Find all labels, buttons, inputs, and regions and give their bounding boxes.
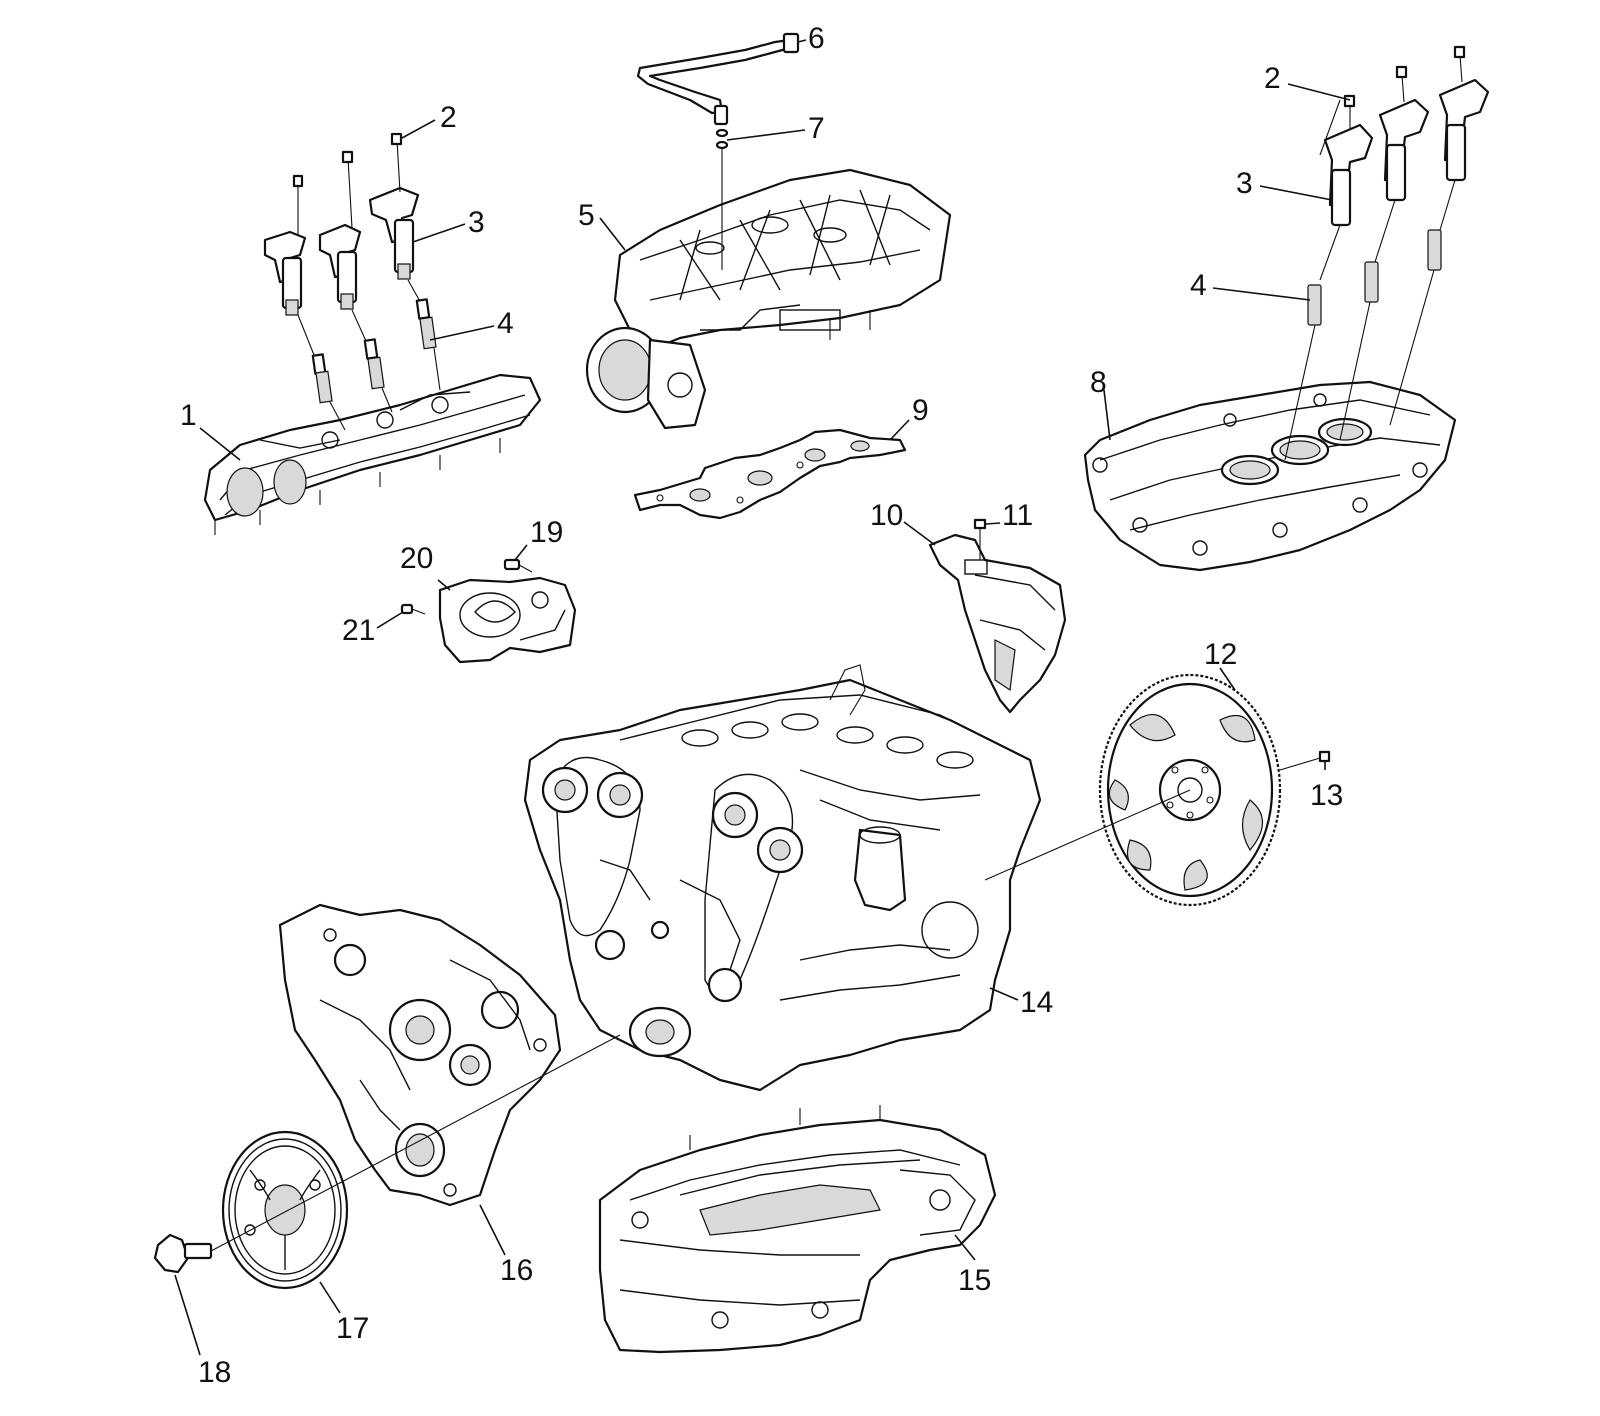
callout-17: 17 bbox=[336, 1312, 369, 1345]
part-3-right-ignition-coils bbox=[1323, 45, 1490, 227]
part-4-left-spark-plugs bbox=[297, 279, 441, 431]
part-3-left-ignition-coils bbox=[263, 132, 420, 316]
part-19-bolt bbox=[503, 558, 533, 573]
part-14-engine-block bbox=[523, 664, 1042, 1092]
ignition-coil bbox=[1438, 45, 1490, 182]
callout-12: 12 bbox=[1204, 638, 1237, 671]
part-1-left-camshaft-cover bbox=[203, 373, 542, 535]
callout-11: 11 bbox=[1002, 499, 1033, 532]
flexplate-centerline bbox=[984, 789, 1191, 881]
ignition-coil bbox=[318, 150, 362, 310]
part-13-bolt bbox=[1279, 750, 1331, 771]
part-9-intake-gasket bbox=[633, 428, 907, 520]
callout-21: 21 bbox=[342, 614, 375, 647]
callout-labels: 1 2 3 4 5 6 7 2 3 4 8 9 10 11 12 13 14 1… bbox=[180, 22, 1343, 1389]
leader-lines bbox=[174, 39, 1351, 1356]
callout-1: 1 bbox=[180, 399, 197, 432]
part-7-seal bbox=[715, 128, 729, 270]
part-5-intake-manifold bbox=[585, 168, 952, 430]
part-11-bolt bbox=[973, 518, 987, 560]
part-10-bracket bbox=[928, 533, 1067, 714]
callout-5: 5 bbox=[578, 199, 595, 232]
part-6-pcv-hose bbox=[636, 32, 800, 126]
callout-8: 8 bbox=[1090, 366, 1107, 399]
callout-18: 18 bbox=[198, 1356, 231, 1389]
callout-3-left: 3 bbox=[468, 206, 485, 239]
part-21-bolt bbox=[400, 603, 426, 615]
callout-4-left: 4 bbox=[497, 307, 514, 340]
callout-15: 15 bbox=[958, 1264, 991, 1297]
callout-14: 14 bbox=[1020, 986, 1053, 1019]
callout-2-left: 2 bbox=[440, 101, 457, 134]
ignition-coil bbox=[368, 132, 420, 280]
ignition-coil bbox=[263, 174, 307, 316]
part-20-cover bbox=[438, 576, 577, 664]
callout-19: 19 bbox=[530, 516, 563, 549]
part-4-right-spark-plugs bbox=[1284, 99, 1456, 461]
callout-9: 9 bbox=[912, 394, 929, 427]
callout-16: 16 bbox=[500, 1254, 533, 1287]
callout-3-right: 3 bbox=[1236, 167, 1253, 200]
callout-7: 7 bbox=[808, 112, 825, 145]
part-15-oil-pan bbox=[598, 1105, 997, 1354]
part-16-front-cover bbox=[278, 903, 562, 1207]
ignition-coil bbox=[1378, 65, 1430, 202]
callout-4-right: 4 bbox=[1190, 269, 1207, 302]
ignition-coil bbox=[1323, 94, 1374, 227]
part-8-right-camshaft-cover bbox=[1083, 380, 1457, 572]
callout-13: 13 bbox=[1310, 779, 1343, 812]
crank-centerline bbox=[210, 1034, 621, 1252]
callout-2-right: 2 bbox=[1264, 62, 1281, 95]
callout-6: 6 bbox=[808, 22, 825, 55]
part-17-crankshaft-balancer bbox=[221, 1130, 349, 1290]
part-18-balancer-bolt bbox=[153, 1233, 213, 1274]
callout-20: 20 bbox=[400, 542, 433, 575]
callout-10: 10 bbox=[870, 499, 903, 532]
